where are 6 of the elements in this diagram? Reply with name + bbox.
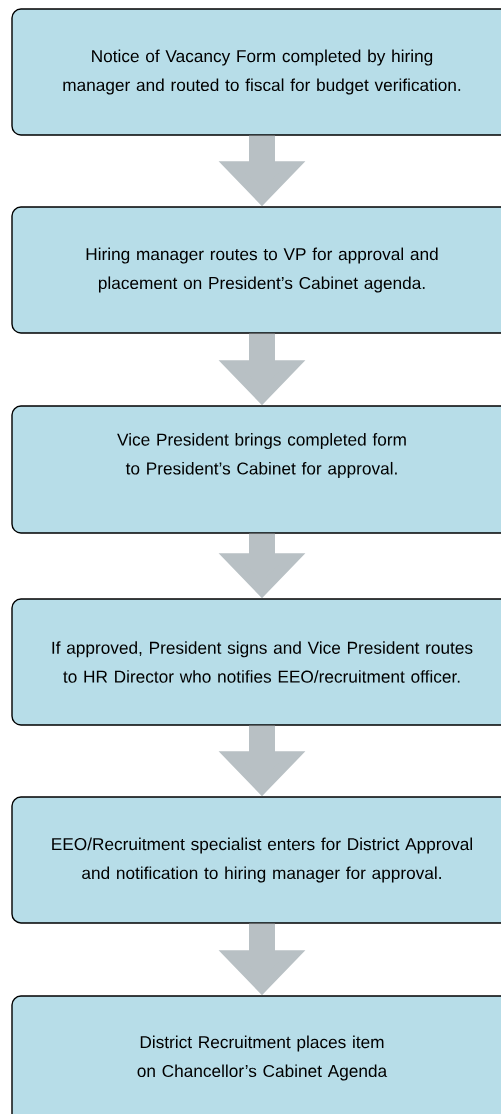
process-box: EEO/Recruitment specialist enters for District Approval and notification to hiring manager for approval. — [11, 796, 501, 924]
process-box: Hiring manager routes to VP for approval and placement on President’s Cabinet agenda. — [11, 206, 501, 334]
process-box: Vice President brings completed form to President’s Cabinet for approval. — [11, 405, 501, 534]
process-box: If approved, President signs and Vice President routes to HR Director who notifies EEO/recruitment officer. — [11, 598, 501, 726]
process-box: Notice of Vacancy Form completed by hiring manager and routed to fiscal for budget verification. — [11, 8, 501, 136]
process-box: District Recruitment places item on Chancellor’s Cabinet Agenda — [11, 995, 501, 1114]
